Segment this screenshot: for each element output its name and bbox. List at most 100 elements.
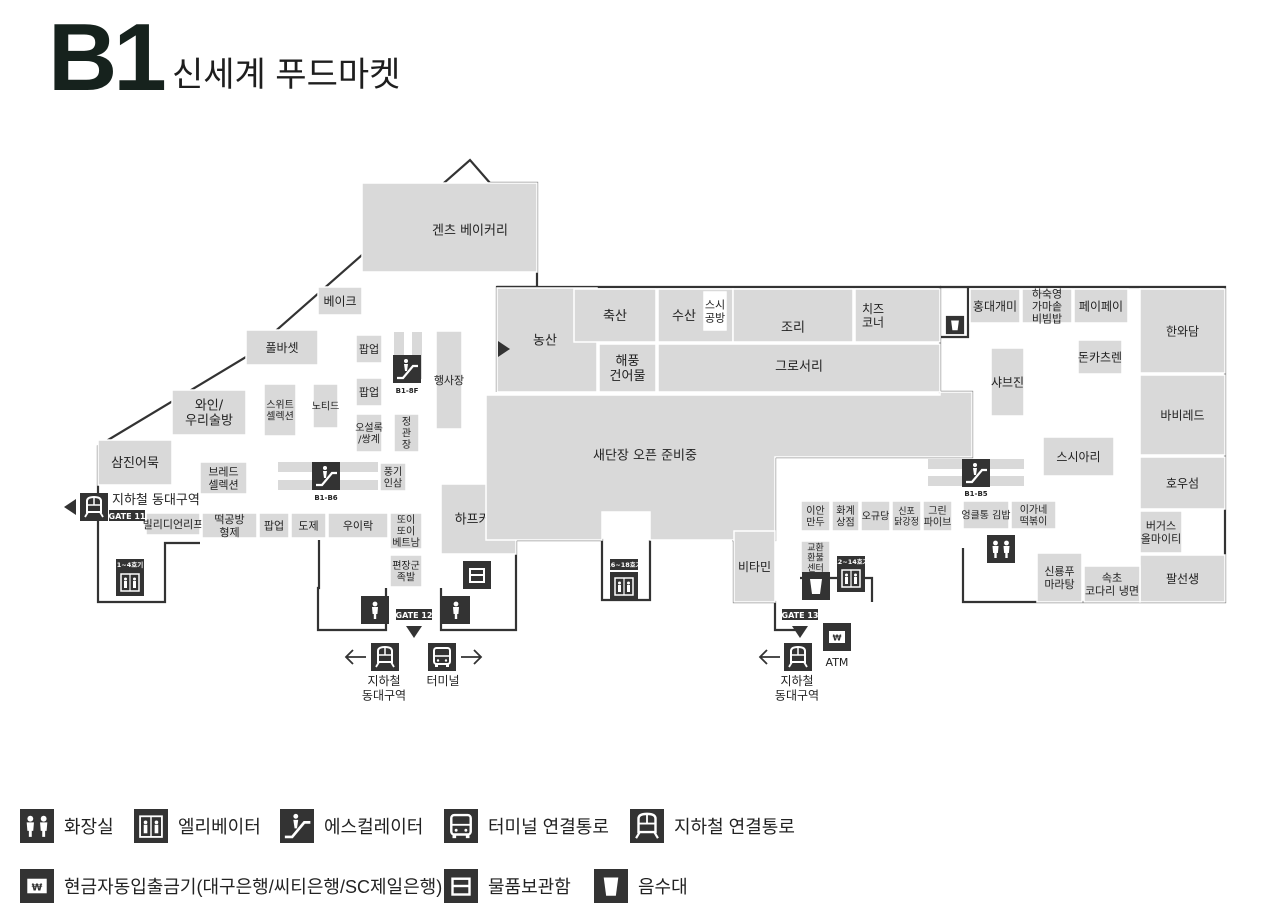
store-block[interactable]	[990, 347, 1025, 417]
store-billy[interactable]: 빌리디언리프	[143, 512, 204, 536]
store-block[interactable]	[1021, 288, 1073, 324]
store-vitamin[interactable]: 비타민	[733, 530, 776, 603]
store-osulrok[interactable]: 오설록/쌍계	[355, 413, 383, 453]
store-block[interactable]	[891, 500, 922, 532]
store-urak[interactable]: 우이락	[327, 512, 389, 539]
store-block[interactable]	[389, 554, 423, 588]
store-jori[interactable]: 조리	[732, 288, 854, 343]
store-block[interactable]	[145, 512, 201, 536]
store-block[interactable]	[1083, 565, 1141, 603]
store-popup3[interactable]: 팝업	[258, 512, 290, 539]
store-block[interactable]	[1139, 554, 1226, 603]
store-block[interactable]	[1036, 552, 1083, 603]
store-block[interactable]	[355, 334, 383, 364]
store-block[interactable]	[245, 329, 319, 366]
store-block[interactable]	[199, 461, 248, 495]
store-block[interactable]	[361, 182, 538, 273]
store-block[interactable]	[703, 291, 727, 331]
store-block[interactable]	[831, 500, 860, 532]
store-block[interactable]	[860, 500, 891, 532]
store-palsun[interactable]: 팔선생	[1139, 554, 1226, 603]
store-bake[interactable]: 베이크	[317, 286, 363, 316]
store-block[interactable]	[854, 288, 941, 343]
store-block[interactable]	[962, 500, 1010, 530]
store-hanwadam[interactable]: 한와담	[1139, 288, 1226, 374]
store-block[interactable]	[435, 330, 463, 430]
store-eongkle[interactable]: 엉클통 김밥	[961, 500, 1011, 530]
store-block[interactable]	[263, 383, 297, 437]
store-donkatsu[interactable]: 돈카츠렌	[1077, 339, 1123, 375]
store-block[interactable]	[290, 512, 327, 539]
store-notid[interactable]: 노티드	[312, 383, 340, 429]
store-block[interactable]	[733, 530, 776, 603]
store-babiread[interactable]: 바비레드	[1139, 374, 1226, 456]
store-fullbasket[interactable]: 풀바셋	[245, 329, 319, 366]
store-block[interactable]	[1139, 510, 1183, 554]
store-block[interactable]	[800, 540, 831, 575]
store-block[interactable]	[312, 383, 339, 429]
store-block[interactable]	[969, 288, 1021, 324]
store-newstore[interactable]: 새단장 오픈 준비중	[485, 391, 973, 541]
store-block[interactable]	[1077, 339, 1123, 375]
store-block[interactable]	[97, 439, 173, 486]
store-hongdae[interactable]: 홍대개미	[969, 288, 1021, 324]
store-shabu[interactable]: 샤브진	[990, 347, 1025, 417]
store-sushiari[interactable]: 스시아리	[1042, 436, 1115, 477]
store-block[interactable]	[317, 286, 363, 316]
store-block[interactable]	[389, 512, 423, 550]
store-block[interactable]	[171, 389, 247, 436]
store-block[interactable]	[922, 500, 953, 532]
store-event[interactable]: 행사장	[434, 330, 464, 430]
store-paypay[interactable]: 페이페이	[1073, 288, 1129, 324]
store-chuksan[interactable]: 축산	[573, 288, 657, 343]
store-samjin[interactable]: 삼진어묵	[97, 439, 173, 486]
store-block[interactable]	[201, 512, 258, 539]
store-block[interactable]	[327, 512, 389, 539]
store-gentz[interactable]: 겐츠 베이커리	[361, 182, 538, 273]
store-block[interactable]	[800, 500, 831, 532]
store-block[interactable]	[355, 377, 383, 407]
store-popup2[interactable]: 팝업	[355, 377, 383, 407]
store-block[interactable]	[1042, 436, 1115, 477]
store-block[interactable]	[1139, 288, 1226, 374]
store-block[interactable]	[355, 413, 383, 453]
store-block[interactable]	[258, 512, 290, 539]
store-block[interactable]	[393, 413, 420, 453]
store-ogyu[interactable]: 오규당	[860, 500, 891, 532]
store-block[interactable]	[1073, 288, 1129, 324]
store-howoo[interactable]: 호우섬	[1139, 456, 1226, 510]
store-block[interactable]	[379, 462, 407, 492]
store-block[interactable]	[1010, 500, 1057, 530]
store-grocery[interactable]: 그로서리	[657, 343, 941, 393]
store-doje[interactable]: 도제	[290, 512, 327, 539]
store-block[interactable]	[598, 343, 657, 393]
store-block[interactable]	[732, 288, 854, 343]
store-popup1[interactable]: 팝업	[355, 334, 383, 364]
store-block[interactable]	[1139, 456, 1226, 510]
store-block[interactable]	[1139, 374, 1226, 456]
store-block[interactable]	[657, 343, 941, 393]
store-block[interactable]	[485, 391, 973, 541]
store-block[interactable]	[573, 288, 657, 343]
store-wine[interactable]: 와인/우리술방	[171, 389, 247, 436]
